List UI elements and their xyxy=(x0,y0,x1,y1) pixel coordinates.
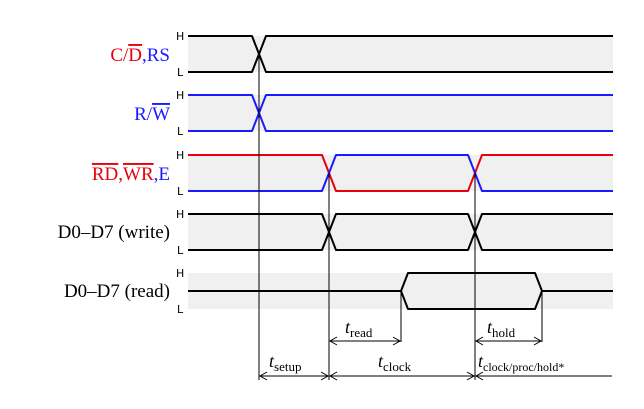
signal-label-part: D0–D7 (write) xyxy=(58,222,170,243)
timing-labels: tread thold tsetup tclock tclock/proc/ho… xyxy=(269,317,564,374)
level-low-marker: L xyxy=(177,244,184,257)
label-t-hold: thold xyxy=(487,317,516,340)
level-high-marker: H xyxy=(176,208,184,221)
signal-label-part: ,E xyxy=(154,164,170,185)
band-rd-wr-e xyxy=(188,155,613,191)
waveform-d-write xyxy=(188,213,613,251)
reference-lines xyxy=(258,54,543,380)
label-t-read: tread xyxy=(345,317,373,340)
dimension-arrows xyxy=(258,336,612,381)
level-low-marker: L xyxy=(177,303,184,316)
level-high-marker: H xyxy=(176,149,184,162)
level-high-marker: H xyxy=(176,267,184,280)
signal-label-part: RD xyxy=(92,164,118,185)
waveform-rd-wr-e xyxy=(188,154,613,192)
label-t-setup: tsetup xyxy=(269,351,301,374)
signal-label-part: D0–D7 (read) xyxy=(64,281,170,302)
level-low-marker: L xyxy=(177,125,184,138)
signal-label-rd-wr-e: RD,WR,E xyxy=(92,164,170,185)
signal-label-part: C/ xyxy=(110,45,129,66)
signal-label-part: ,RS xyxy=(142,45,170,66)
band-d-write xyxy=(188,214,613,250)
level-low-marker: L xyxy=(177,185,184,198)
signal-label-part: , xyxy=(118,164,123,185)
signal-label-part: D xyxy=(128,45,142,66)
level-low-marker: L xyxy=(177,66,184,79)
signal-labels: C/D,RS R/W RD,WR,E D0–D7 (write) D0–D7 (… xyxy=(58,45,170,302)
signal-label-cd-rs: C/D,RS xyxy=(110,45,170,66)
signal-label-part: WR xyxy=(123,164,154,185)
band-rw xyxy=(188,95,613,131)
signal-label-part: W xyxy=(152,104,170,125)
label-t-clock: tclock xyxy=(378,351,412,374)
level-markers: H L H L H L H L H L xyxy=(176,30,184,316)
band-cd-rs xyxy=(188,36,613,72)
signal-label-rw: R/W xyxy=(134,104,170,125)
waveform-d-read xyxy=(188,272,613,310)
signal-label-d-write: D0–D7 (write) xyxy=(58,222,170,243)
level-high-marker: H xyxy=(176,89,184,102)
level-high-marker: H xyxy=(176,30,184,43)
signal-label-d-read: D0–D7 (read) xyxy=(64,281,170,302)
label-t-clock-proc-hold: tclock/proc/hold* xyxy=(478,351,564,374)
signal-label-part: R/ xyxy=(134,104,153,125)
